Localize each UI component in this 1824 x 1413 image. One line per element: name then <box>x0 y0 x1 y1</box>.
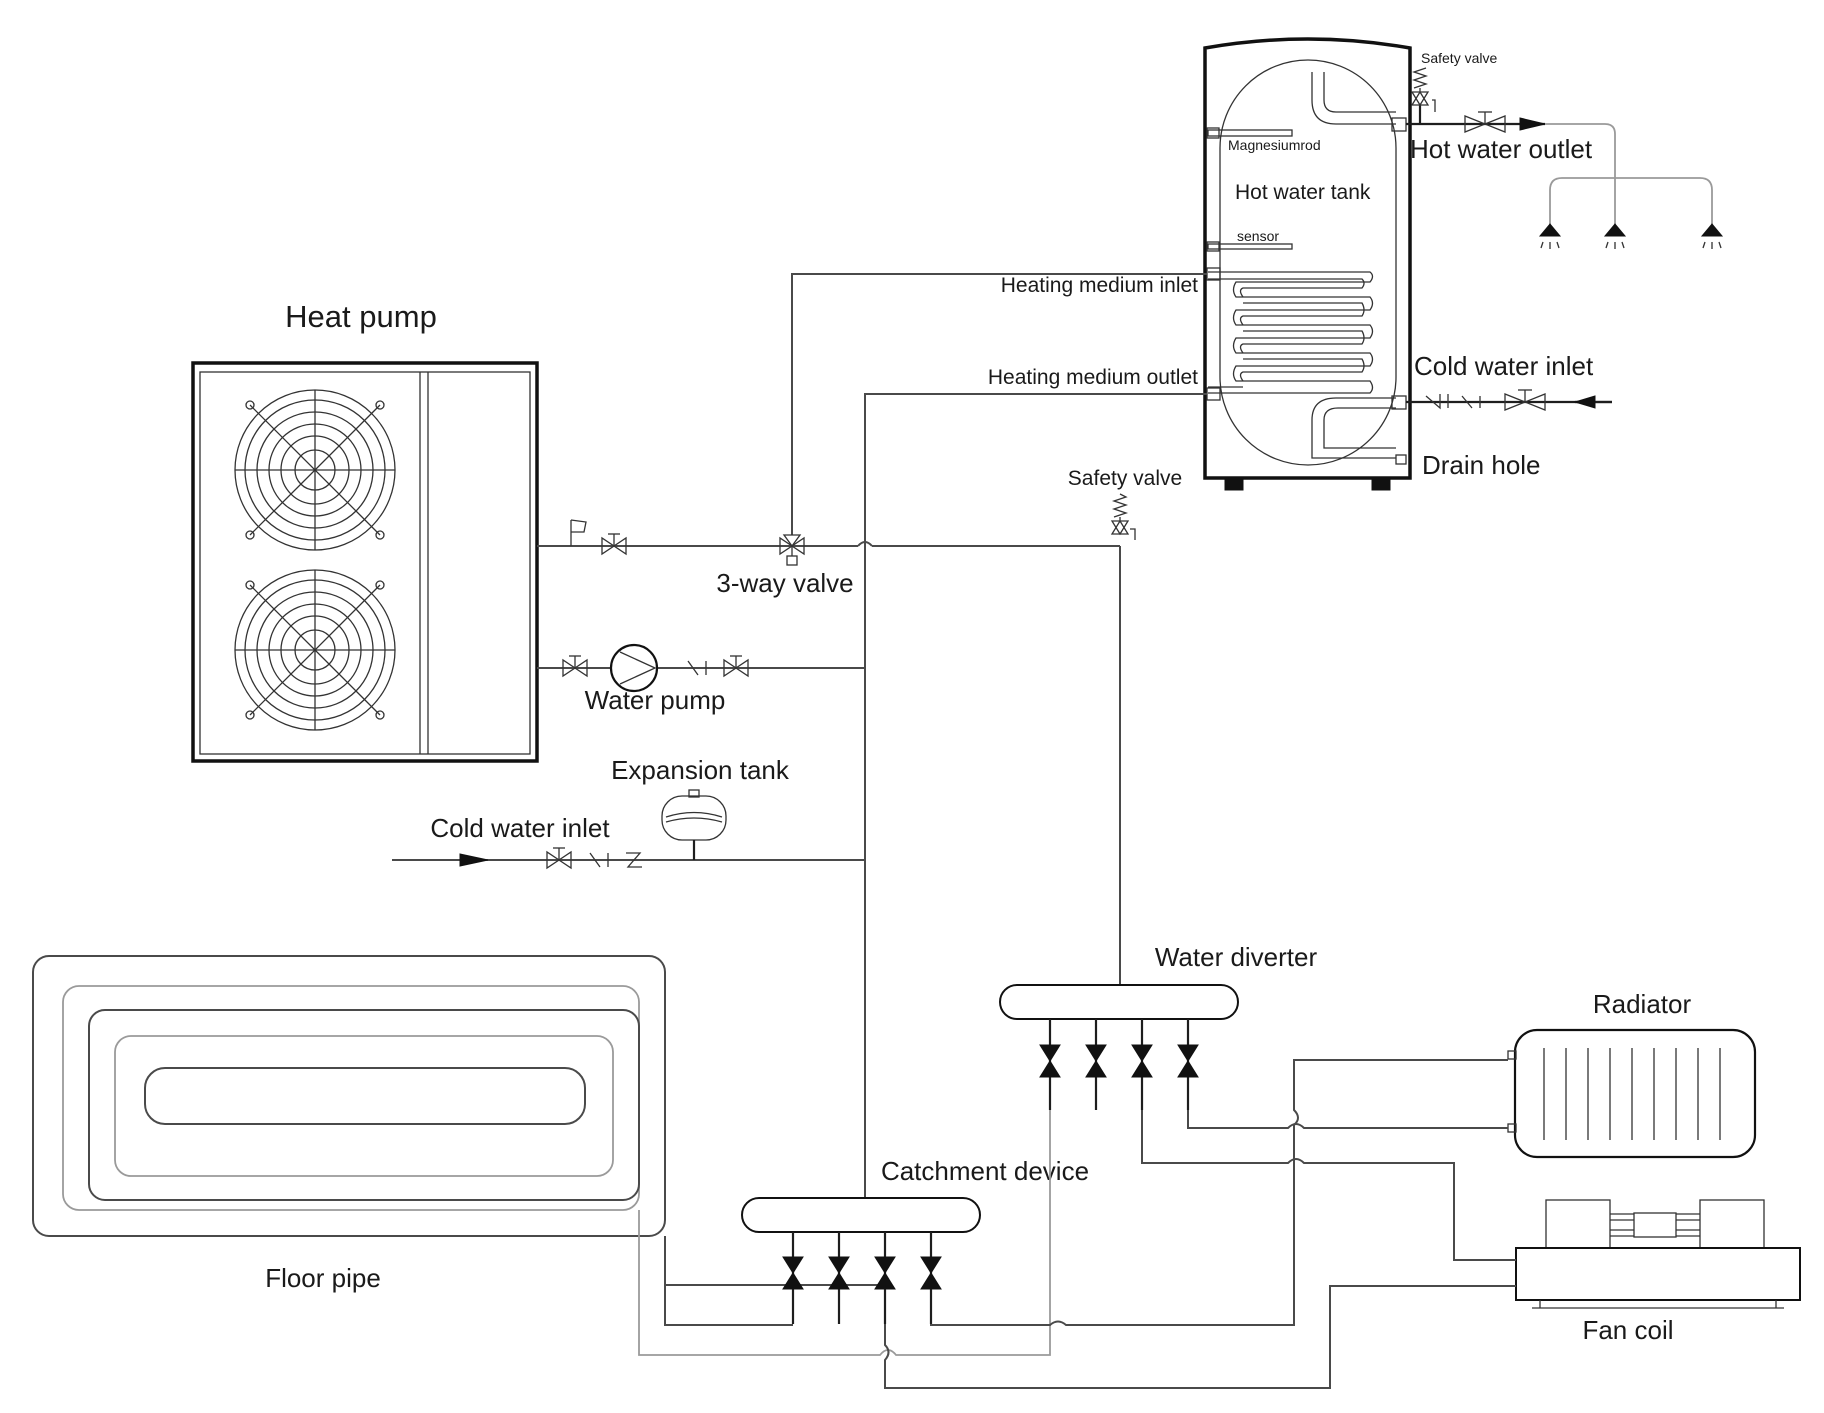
catchment-device-label: Catchment device <box>881 1156 1089 1186</box>
fan-coil-label: Fan coil <box>1582 1315 1673 1345</box>
water-pump-label: Water pump <box>585 685 726 715</box>
valve-icon <box>1131 1044 1153 1078</box>
pressure-gauge-icon <box>570 519 587 546</box>
tank-cold-water-inlet-label: Cold water inlet <box>1414 351 1594 381</box>
flow-arrow-icon <box>1573 395 1596 409</box>
expansion-tank <box>661 789 727 860</box>
valve-icon <box>782 1256 804 1290</box>
shower-heads <box>1538 177 1724 249</box>
tank-safety-valve <box>1410 67 1436 124</box>
system-cold-water-inlet-line <box>459 847 642 870</box>
sensor-probe <box>1207 243 1293 250</box>
flow-arrow-icon <box>1519 117 1546 131</box>
fan-icon <box>234 389 396 551</box>
system-safety-valve-label: Safety valve <box>1068 467 1182 490</box>
heating-coil <box>1206 267 1374 401</box>
magnesium-rod <box>1207 129 1293 137</box>
three-way-valve-icon <box>779 534 805 566</box>
valve-icon <box>920 1256 942 1290</box>
fan-icon <box>234 569 396 731</box>
shower-head-icon <box>1700 223 1724 249</box>
floor-pipe-label: Floor pipe <box>265 1263 381 1293</box>
valve-icon <box>1177 1044 1199 1078</box>
radiator-label: Radiator <box>1593 989 1692 1019</box>
valve-icon <box>1039 1044 1061 1078</box>
heating-medium-outlet-label: Heating medium outlet <box>988 366 1198 389</box>
magnesium-rod-label: Magnesiumrod <box>1228 137 1321 153</box>
sensor-label: sensor <box>1237 228 1279 244</box>
pump-line-valve-icon <box>723 655 749 678</box>
hot-water-outlet-label: Hot water outlet <box>1410 134 1593 164</box>
radiator <box>1507 1028 1757 1159</box>
heat-pump <box>191 361 539 763</box>
floor-pipe <box>32 955 880 1309</box>
heating-medium-inlet-label: Heating medium inlet <box>1001 274 1198 297</box>
system-safety-valve <box>1110 493 1136 540</box>
check-valve-icon <box>687 660 707 676</box>
expansion-tank-label: Expansion tank <box>611 755 790 785</box>
drain-hole-label: Drain hole <box>1422 450 1541 480</box>
valve-icon <box>828 1256 850 1290</box>
gate-valve-icon <box>601 533 627 556</box>
flow-arrow-icon <box>459 853 489 867</box>
tank-foot <box>1224 477 1244 491</box>
hot-water-outlet-line <box>1406 111 1616 228</box>
water-diverter <box>999 984 1239 1110</box>
fan-coil <box>1515 1199 1801 1309</box>
hot-water-tank-label: Hot water tank <box>1235 181 1371 204</box>
tank-cold-water-inlet-line <box>1406 389 1612 411</box>
valve-icon <box>874 1256 896 1290</box>
pump-line-valve-icon <box>562 655 588 678</box>
shower-head-icon <box>1538 223 1562 249</box>
hot-water-tank <box>1203 37 1412 491</box>
tank-safety-valve-label: Safety valve <box>1421 50 1497 66</box>
valve-icon <box>1085 1044 1107 1078</box>
catchment-device <box>741 1197 981 1324</box>
water-pump-icon <box>609 643 659 693</box>
three-way-valve-label: 3-way valve <box>716 568 853 598</box>
water-diverter-label: Water diverter <box>1155 942 1318 972</box>
heat-pump-label: Heat pump <box>285 299 437 334</box>
shower-head-icon <box>1603 223 1627 249</box>
tank-foot <box>1371 477 1391 491</box>
distribution-piping <box>638 1059 1516 1389</box>
system-cold-water-inlet-label: Cold water inlet <box>430 813 610 843</box>
